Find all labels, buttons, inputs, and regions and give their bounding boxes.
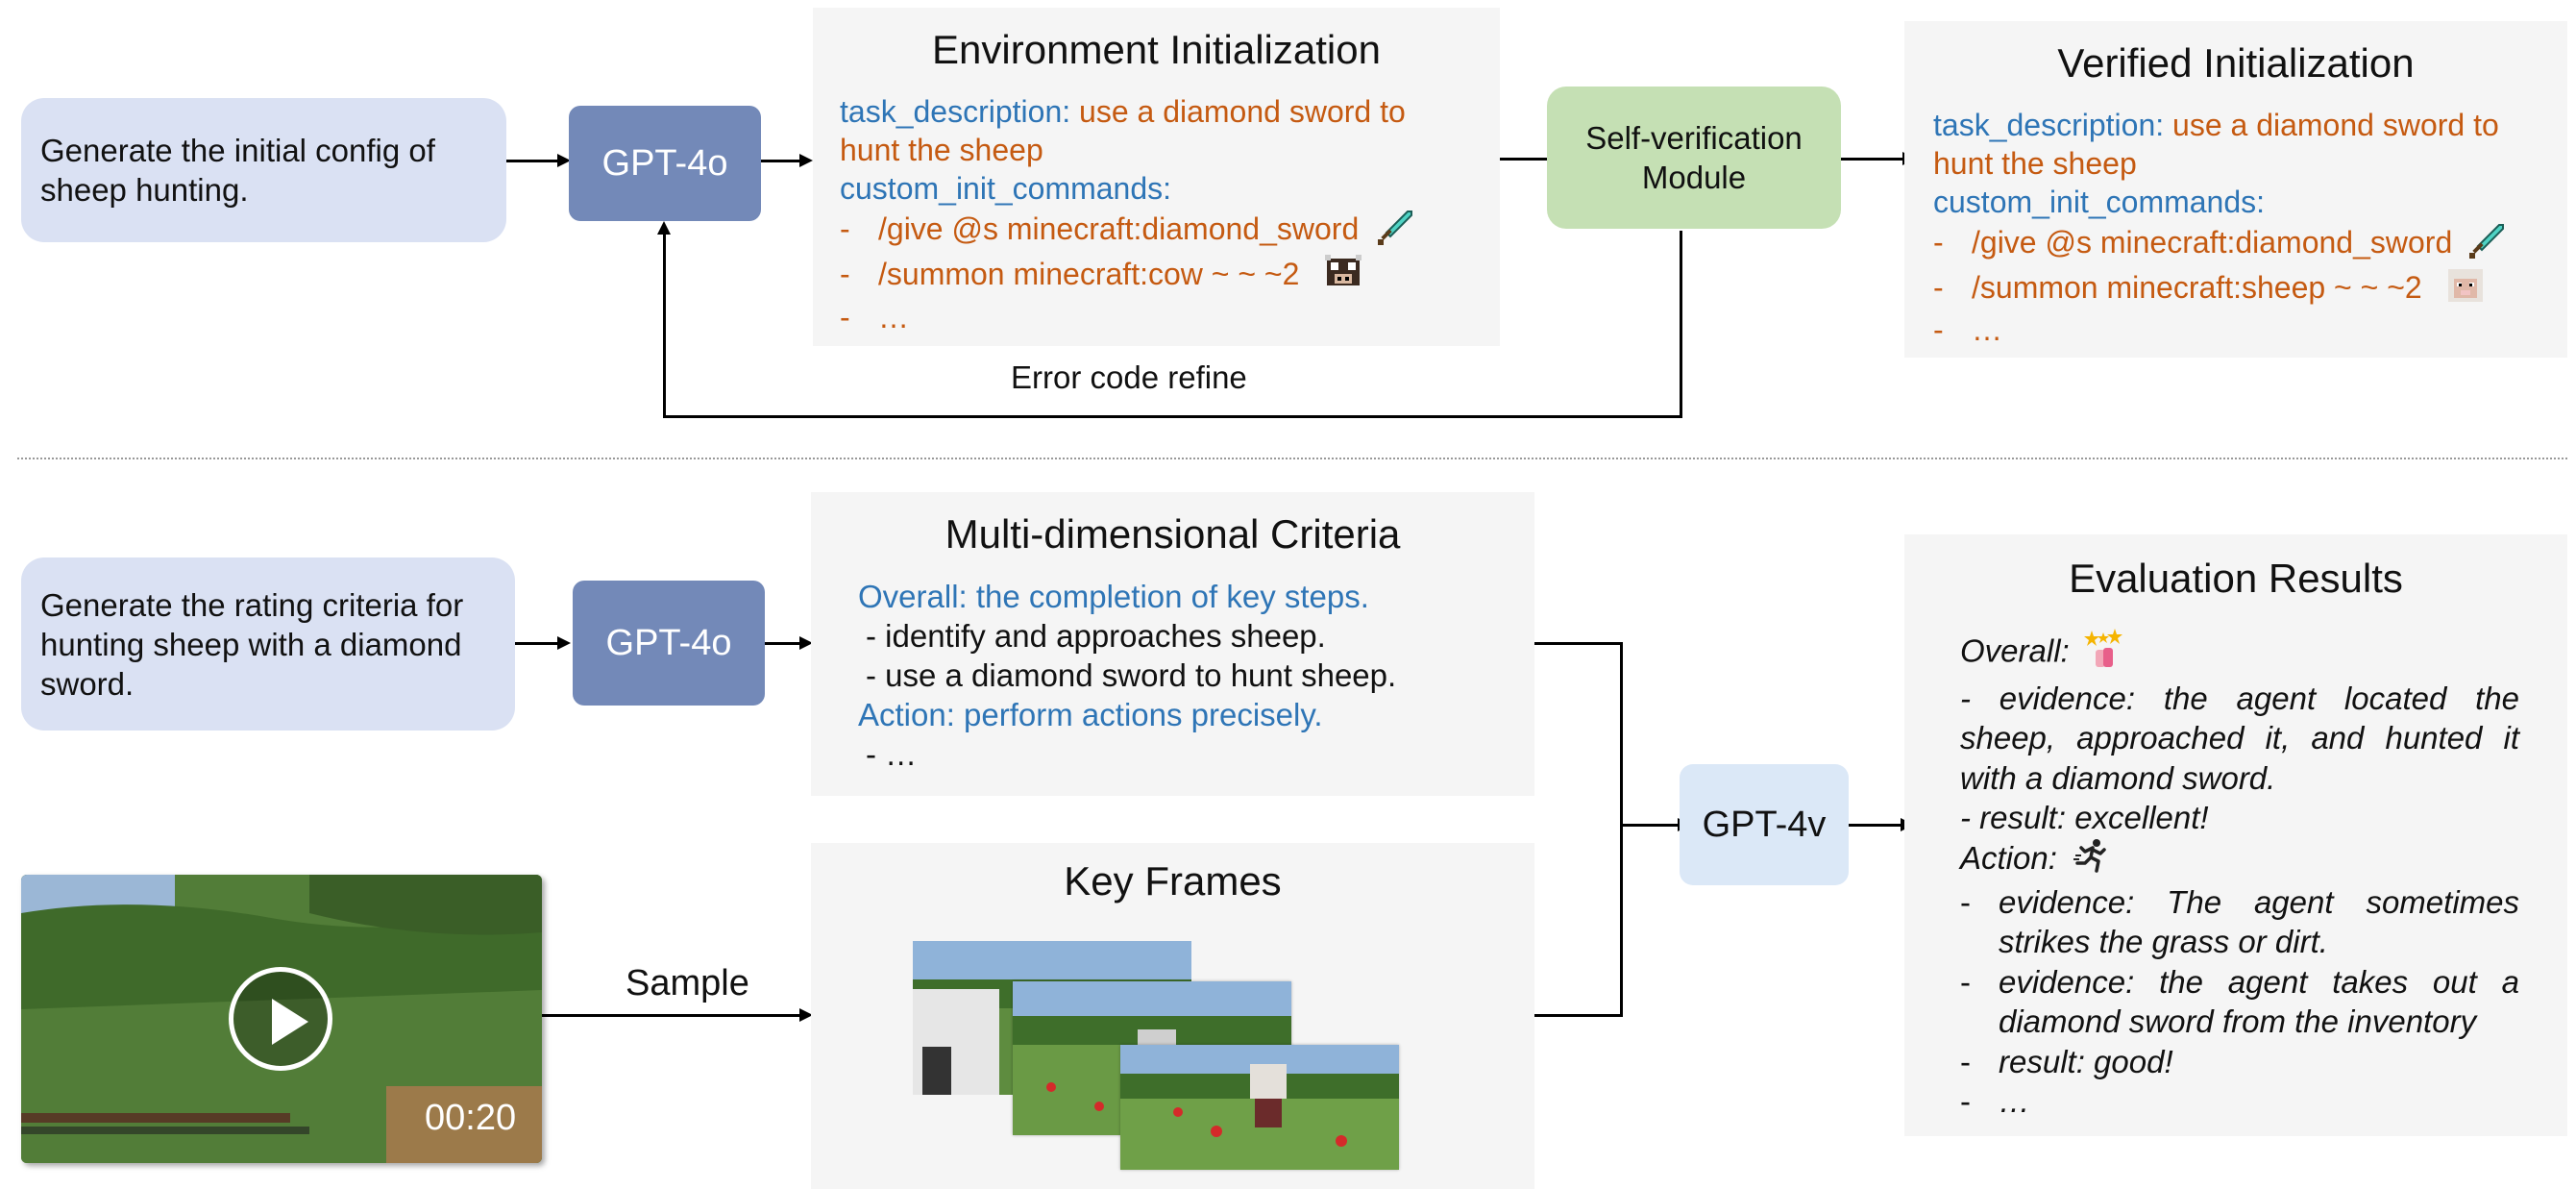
criterion-item: - use a diamond sword to hunt sheep. [866, 657, 1397, 693]
prompt-line: sheep hunting. [40, 172, 249, 208]
panel-title: Verified Initialization [2057, 40, 2415, 86]
action-evidence-line: evidence: the agent takes out a [1999, 963, 2519, 1000]
gpt4v-evaluator-node: GPT-4v [1680, 764, 1849, 885]
command-item: /summon minecraft:cow ~ ~ ~2 [878, 257, 1300, 291]
task-description-key: task_description: [840, 94, 1071, 129]
video-timestamp: 00:20 [425, 1098, 517, 1138]
cow-icon [1325, 255, 1362, 298]
command-item: /give @s minecraft:diamond_sword [1972, 224, 2453, 260]
refine-loop-line [1680, 231, 1682, 418]
bottom-gpt4o-node: GPT-4o [573, 581, 765, 706]
overall-evidence-line: - evidence: the agent located the [1960, 680, 2519, 716]
section-divider [17, 458, 2567, 459]
prompt-line: hunting sheep with a diamond [40, 626, 462, 662]
module-label-line: Module [1641, 160, 1747, 195]
prompt-line: Generate the rating criteria for [40, 586, 464, 623]
top-gpt4o-node: GPT-4o [569, 106, 761, 221]
action-evidence-line: diamond sword from the inventory [1999, 1003, 2477, 1040]
action-criterion: Action: perform actions precisely. [858, 697, 1323, 732]
overall-evidence-line: sheep, approached it, and hunted it [1960, 720, 2519, 756]
panel-title: Evaluation Results [2069, 556, 2403, 601]
command-item: … [878, 300, 909, 335]
action-result: result: good! [1999, 1043, 2173, 1079]
task-description-key: task_description: [1933, 108, 2165, 142]
model-label: GPT-4o [601, 142, 728, 184]
bottom-prompt-box: Generate the rating criteria for hunting… [21, 557, 515, 731]
task-description-value-cont: hunt the sheep [1933, 146, 2137, 181]
sparkle-icon [2083, 629, 2124, 679]
multi-dimensional-criteria-panel: Multi-dimensional Criteria Overall: the … [811, 492, 1534, 796]
model-label: GPT-4o [605, 622, 732, 663]
task-description-value-cont: hunt the sheep [840, 133, 1043, 167]
self-verification-module: Self-verification Module [1547, 87, 1841, 229]
task-description-value: use a diamond sword to [1079, 94, 1406, 129]
task-description-value: use a diamond sword to [2172, 108, 2499, 142]
diamond-sword-icon [1375, 208, 1413, 255]
play-icon[interactable] [229, 967, 332, 1071]
video-thumbnail[interactable]: 00:20 [21, 875, 542, 1163]
overall-criterion: Overall: the completion of key steps. [858, 579, 1369, 614]
prompt-line: sword. [40, 665, 135, 702]
panel-title: Key Frames [1064, 858, 1282, 904]
command-item: /summon minecraft:sheep ~ ~ ~2 [1972, 270, 2422, 305]
action-ellipsis: … [1999, 1083, 2030, 1120]
command-item: /give @s minecraft:diamond_sword [878, 211, 1360, 246]
action-evidence-line: strikes the grass or dirt. [1999, 924, 2328, 960]
evaluation-results-panel: Evaluation Results Overall: - evidence: … [1904, 534, 2567, 1136]
custom-init-commands-key: custom_init_commands: [1933, 185, 2266, 219]
criterion-item: - … [866, 736, 918, 772]
overall-evidence-line: with a diamond sword. [1960, 759, 2276, 796]
overall-label: Overall: [1960, 632, 2070, 669]
panel-title: Multi-dimensional Criteria [945, 511, 1401, 557]
verified-initialization-panel: Verified Initialization task_description… [1904, 21, 2567, 358]
diamond-sword-icon [2466, 221, 2505, 268]
environment-initialization-panel: Environment Initialization task_descript… [813, 8, 1500, 346]
key-frame-image [1120, 1045, 1399, 1170]
command-item: … [1972, 312, 2002, 348]
top-prompt-box: Generate the initial config of sheep hun… [21, 98, 506, 242]
model-label: GPT-4v [1702, 804, 1827, 845]
module-label-line: Self-verification [1585, 120, 1803, 156]
action-evidence-line: evidence: The agent sometimes [1999, 883, 2519, 920]
overall-result: - result: excellent! [1960, 800, 2209, 835]
custom-init-commands-key: custom_init_commands: [840, 171, 1172, 206]
key-frames-panel: Key Frames [811, 843, 1534, 1189]
prompt-line: Generate the initial config of [40, 133, 435, 168]
sheep-icon [2447, 269, 2483, 310]
criterion-item: - identify and approaches sheep. [866, 618, 1326, 654]
action-label: Action: [1960, 839, 2057, 876]
error-code-refine-label: Error code refine [1011, 359, 1247, 395]
sample-label: Sample [626, 963, 749, 1003]
panel-title: Environment Initialization [932, 27, 1381, 72]
running-person-icon [2073, 838, 2108, 882]
